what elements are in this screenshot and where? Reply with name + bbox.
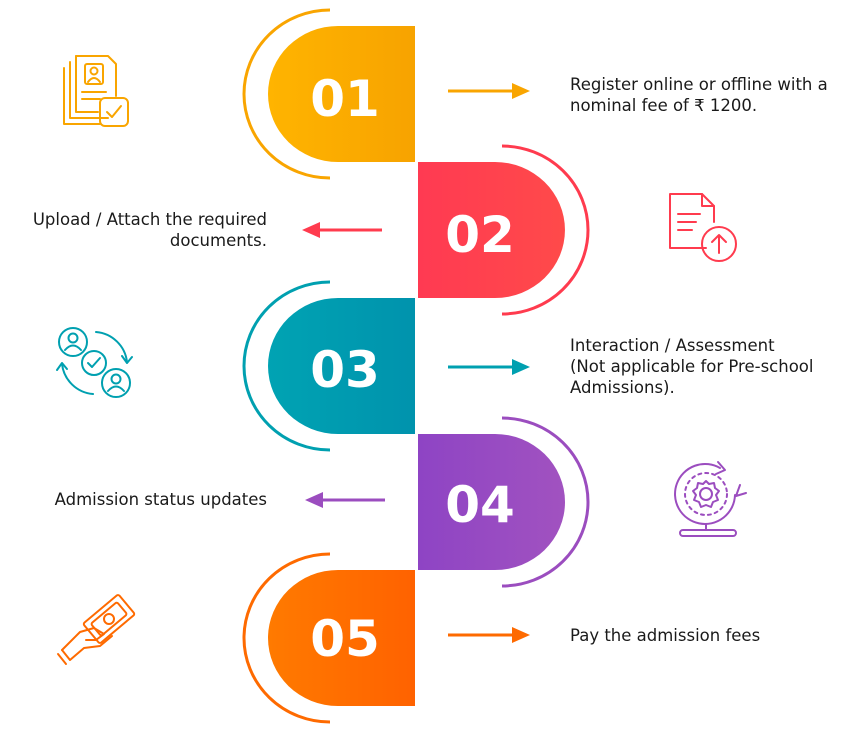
step-01-description: Register online or offline with a nomina… (570, 74, 828, 116)
step-03-description: Interaction / Assessment (Not applicable… (570, 335, 813, 398)
arrow-left-02 (302, 222, 382, 238)
step-03-shape: 03 (242, 280, 415, 452)
arrow-right-01 (448, 83, 530, 99)
arrow-left-04 (305, 492, 385, 508)
step-05-line-1: Pay the admission fees (570, 626, 761, 645)
step-04-number: 04 (445, 476, 515, 534)
step-02-line-1: Upload / Attach the required (32, 210, 267, 229)
step-03-line-1: Interaction / Assessment (570, 336, 775, 355)
gear-progress-icon (674, 461, 747, 537)
step-02-shape: 02 (418, 144, 590, 316)
hand-money-icon (57, 594, 136, 665)
step-03-number: 03 (310, 341, 380, 399)
document-upload-icon (669, 193, 737, 262)
arrow-right-05 (448, 627, 530, 643)
user-exchange-icon (56, 327, 133, 398)
step-04-line-1: Admission status updates (54, 490, 267, 509)
step-02-line-2: documents. (169, 231, 267, 250)
step-03-line-3: Admissions). (570, 378, 675, 397)
document-check-icon (63, 55, 129, 127)
step-04-shape: 04 (418, 416, 590, 588)
step-05-shape: 05 (242, 552, 415, 724)
step-04-description: Admission status updates (55, 489, 267, 510)
step-05-number: 05 (310, 610, 380, 668)
step-05-description: Pay the admission fees (570, 625, 760, 646)
arrow-right-03 (448, 359, 530, 375)
step-03-line-2: (Not applicable for Pre-school (570, 357, 814, 376)
step-01-line-2: nominal fee of ₹ 1200. (570, 96, 758, 115)
step-02-description: Upload / Attach the required documents. (33, 209, 267, 251)
step-01-shape: 01 (242, 8, 415, 180)
step-01-line-1: Register online or offline with a (570, 75, 828, 94)
step-02-number: 02 (445, 206, 515, 264)
step-01-number: 01 (310, 70, 380, 128)
